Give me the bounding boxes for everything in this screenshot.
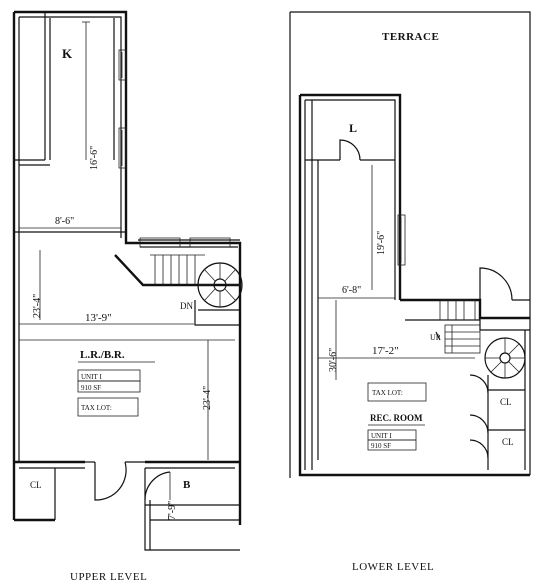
upper-bath-dimension: 7'-9" xyxy=(167,501,178,520)
lower-up-label: UP xyxy=(430,333,441,342)
upper-level-caption: UPPER LEVEL xyxy=(70,571,147,583)
lower-width-dimension-1: 6'-8" xyxy=(342,285,361,296)
lower-unit-area: 910 SF xyxy=(371,442,391,450)
upper-left-dimension: 23'-4" xyxy=(32,294,43,318)
lower-tax-lot: TAX LOT: xyxy=(372,389,403,397)
lower-room-label: REC. ROOM xyxy=(370,413,423,423)
upper-stair-label: DN xyxy=(180,301,193,311)
upper-level-plan xyxy=(12,10,243,551)
lower-level-plan xyxy=(289,11,531,478)
kitchen-width-dimension: 8'-6" xyxy=(55,216,74,227)
upper-room-label: L.R./B.R. xyxy=(80,349,125,361)
lower-vertical-dimension: 19'-6" xyxy=(376,231,387,255)
lower-unit-box: UNIT I xyxy=(371,432,392,440)
kitchen-label: K xyxy=(62,46,73,61)
lower-left-dimension: 30'-6" xyxy=(328,348,339,372)
terrace-label: TERRACE xyxy=(382,31,439,43)
lower-level-caption: LOWER LEVEL xyxy=(352,561,434,573)
kitchen-length-dimension: 16'-6" xyxy=(89,146,100,170)
upper-width-dimension: 13'-9" xyxy=(85,312,112,324)
upper-tax-lot: TAX LOT: xyxy=(81,404,112,412)
upper-unit-area: 910 SF xyxy=(81,384,101,392)
lower-width-dimension-2: 17'-2" xyxy=(372,345,399,357)
lower-closet-label-1: CL xyxy=(500,397,512,407)
lower-top-room-label: L xyxy=(349,121,357,135)
upper-right-dimension: 23'-4" xyxy=(202,386,213,410)
lower-closet-label-2: CL xyxy=(502,437,514,447)
upper-unit-box: UNIT I xyxy=(81,373,102,381)
upper-closet-label: CL xyxy=(30,480,42,490)
upper-bath-label: B xyxy=(183,479,191,491)
